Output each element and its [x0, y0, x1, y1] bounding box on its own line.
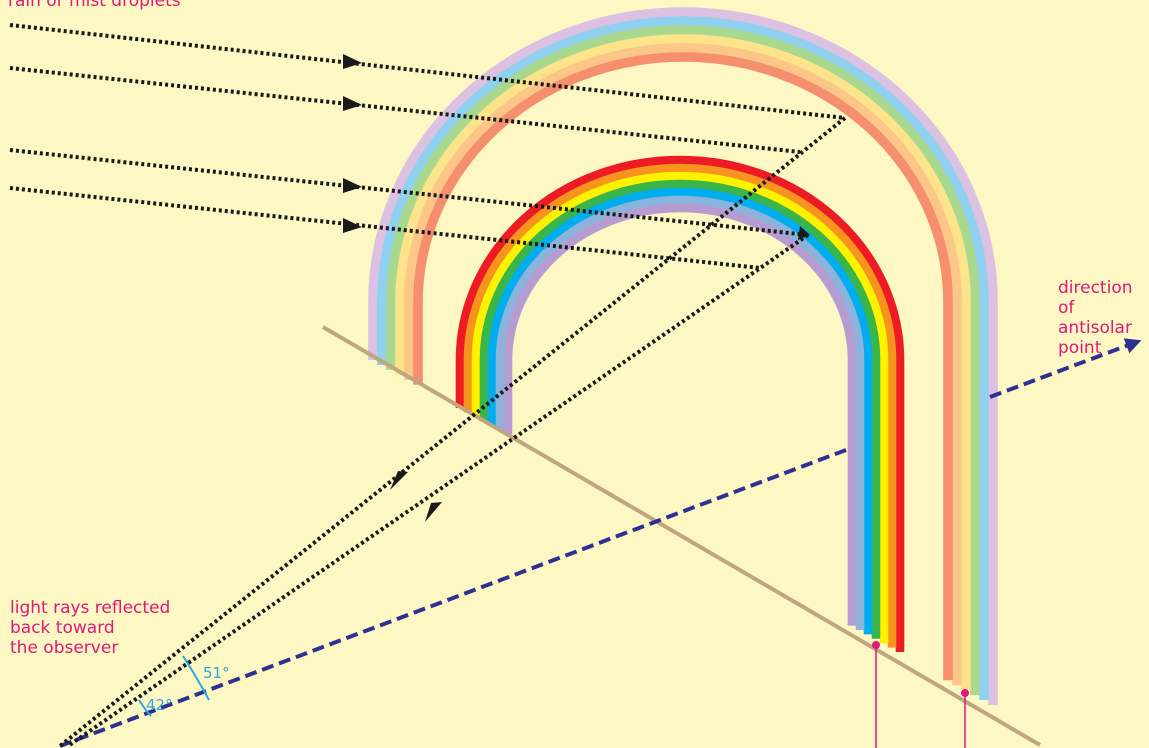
droplets-label: rain or mist droplets	[8, 0, 181, 11]
primary-band-4	[479, 179, 881, 639]
droplets-label-text: rain or mist droplets	[8, 0, 181, 11]
antisolar-label-line1: direction	[1058, 278, 1133, 298]
ground-line	[321, 325, 1042, 747]
incoming-ray-2	[9, 66, 801, 154]
reflected-rays	[58, 116, 847, 748]
antisolar-label: direction of antisolar point	[1058, 278, 1149, 358]
ray-arrowhead-5	[798, 226, 810, 240]
incoming-ray-arrowheads	[343, 54, 810, 240]
angle-arc-42	[138, 699, 152, 717]
secondary-band-2	[377, 16, 989, 701]
secondary-band-3	[386, 25, 980, 696]
reflected-label-line3: the observer	[10, 638, 119, 658]
primary-band-6	[495, 195, 865, 630]
pointer-lines	[872, 641, 969, 748]
ray-arrowhead-3	[343, 178, 362, 193]
incoming-rays	[9, 23, 846, 270]
primary-band-7	[503, 203, 857, 626]
secondary-band-5	[404, 43, 962, 686]
secondary-band-6	[413, 52, 953, 681]
antisolar-label-line2: of antisolar	[1058, 298, 1132, 338]
incoming-ray-3	[9, 148, 809, 237]
ray-arrowhead-4	[343, 218, 362, 233]
primary-band-1	[455, 155, 905, 652]
primary-rainbow	[455, 155, 905, 652]
reflected-label-line2: back toward	[10, 618, 115, 638]
incoming-ray-1	[9, 23, 846, 120]
ray-arrowhead-2	[343, 96, 362, 111]
antisolar-direction-arrow	[989, 338, 1142, 399]
secondary-band-4	[395, 34, 971, 691]
pointer-dot-primary	[872, 641, 880, 649]
angle-arc-51	[182, 655, 210, 701]
reflected-label-line1: light rays reflected	[10, 598, 171, 618]
antisolar-label-line3: point	[1058, 338, 1102, 358]
reflected-rays-label: light rays reflected back toward the obs…	[10, 598, 170, 658]
angle-label-42: 42°	[146, 696, 173, 714]
ray-arrowhead-1	[343, 54, 362, 69]
reflected-ray-inner	[66, 233, 810, 748]
primary-band-3	[471, 171, 889, 644]
pointer-dot-secondary	[961, 689, 969, 697]
primary-band-2	[463, 163, 897, 648]
secondary-rainbow	[368, 7, 998, 705]
reflected-ray-arrowheads	[390, 471, 442, 522]
reflected-arrowhead-1	[390, 471, 408, 490]
antisolar-direction-line	[59, 448, 847, 748]
reflected-ray-outer	[58, 116, 847, 748]
angle-label-51: 51°	[203, 664, 230, 682]
reflected-arrowhead-2	[425, 502, 442, 522]
secondary-band-1	[368, 7, 998, 705]
primary-band-5	[487, 187, 873, 635]
